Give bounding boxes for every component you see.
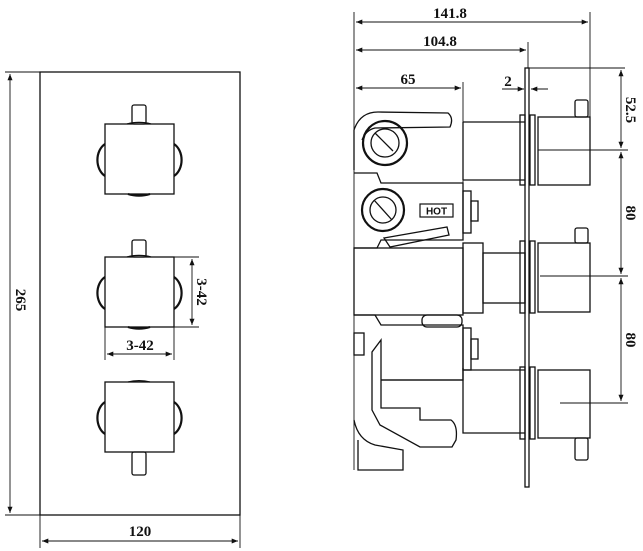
height-dimension-label: 265 (12, 289, 28, 312)
plate-depth-label: 104.8 (423, 34, 457, 50)
body-depth-label: 65 (401, 72, 416, 88)
spacing-label-2: 80 (622, 333, 638, 348)
top-offset-label: 52.5 (622, 97, 638, 123)
spacing-label-1: 80 (622, 206, 638, 221)
hot-label: HOT (426, 207, 447, 218)
knob-height-dimension-label: 3-42 (193, 278, 209, 306)
side-knob-top (519, 99, 591, 186)
overall-depth-label: 141.8 (433, 6, 467, 22)
knob-width-dimension-label: 3-42 (126, 338, 154, 354)
side-knob-bottom (519, 366, 591, 461)
valve-body: HOT (353, 111, 526, 471)
front-knob-middle (96, 239, 183, 330)
front-view: 265 120 3-42 3-42 (5, 71, 241, 548)
front-knob-top (96, 104, 183, 197)
width-dimension-label: 120 (129, 524, 152, 540)
front-knob-bottom (96, 380, 183, 476)
side-view: 141.8 104.8 65 2 52.5 80 80 (353, 6, 638, 488)
cover-plate (39, 71, 241, 516)
plate-thickness-label: 2 (504, 74, 512, 90)
side-knob-middle (519, 227, 591, 314)
